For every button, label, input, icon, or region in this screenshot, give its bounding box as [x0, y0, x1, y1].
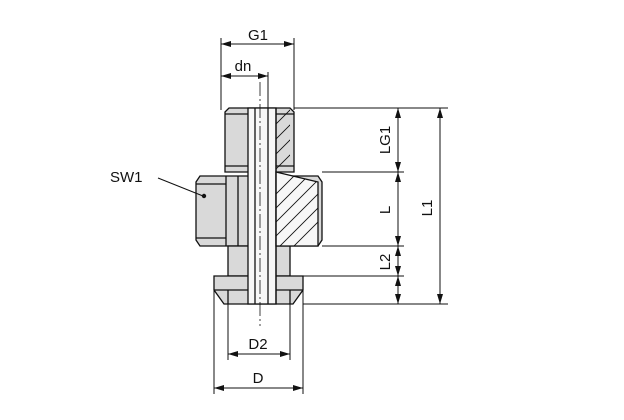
label-l2: L2: [377, 254, 394, 271]
label-lg1: LG1: [377, 126, 394, 154]
dimension-d2: D2: [227, 304, 291, 360]
upper-hatch: [276, 109, 290, 170]
label-d: D: [253, 370, 264, 387]
label-sw1: SW1: [110, 169, 143, 186]
dimension-dn: dn: [220, 58, 269, 108]
label-l1: L1: [419, 200, 436, 217]
dimension-chain-inner: LG1 L L2: [377, 108, 401, 304]
extension-lines-right: [294, 107, 448, 305]
lower-hatch: [276, 172, 318, 246]
label-l: L: [377, 206, 394, 214]
callout-sw1: SW1: [110, 169, 207, 199]
label-g1: G1: [248, 27, 268, 44]
dimension-d: D: [213, 290, 304, 394]
bore-section: [247, 107, 277, 305]
dimension-g1: G1: [220, 27, 295, 110]
label-d2: D2: [248, 336, 267, 353]
section-view: [247, 107, 319, 305]
dimension-l1: L1: [419, 108, 443, 304]
lower-section: [275, 171, 319, 247]
label-dn: dn: [235, 58, 252, 75]
